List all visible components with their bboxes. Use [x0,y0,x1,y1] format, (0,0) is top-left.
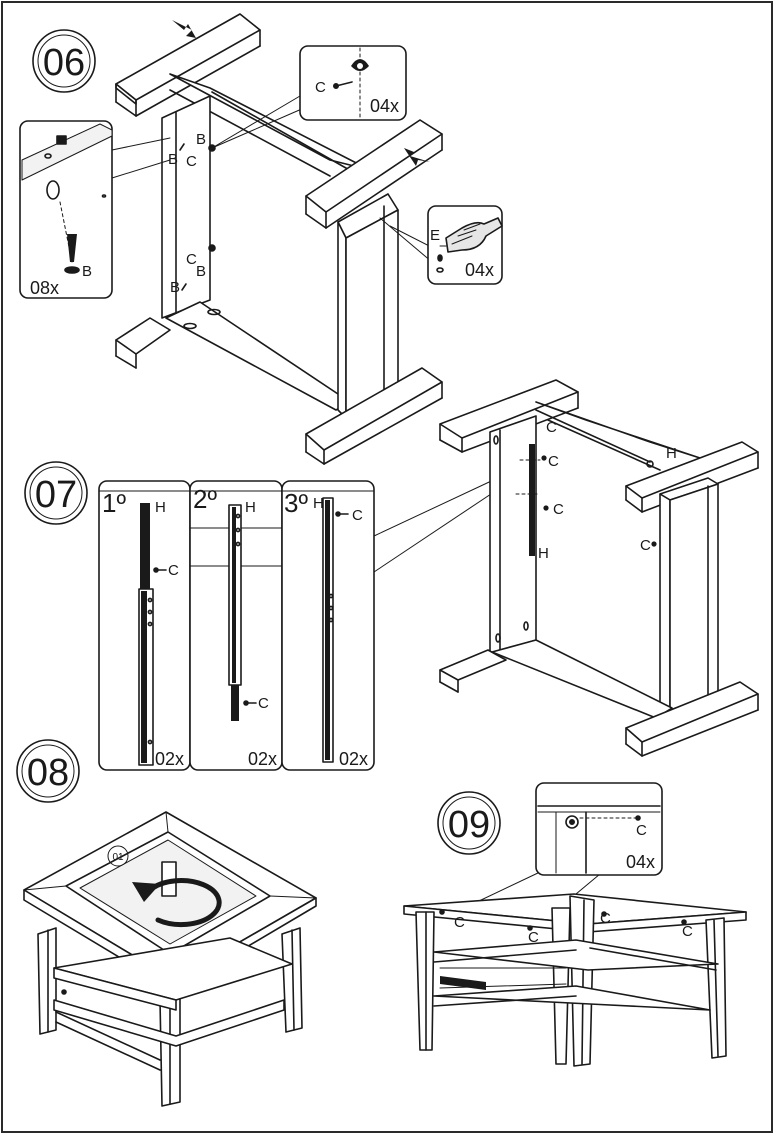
step-06-glue-part: E [430,227,440,244]
step-06-number: 06 [43,42,85,84]
step-06-label-b4: B [170,279,180,296]
step-09-label-c4: C [682,923,693,940]
step-09-number: 09 [448,804,490,846]
step-08-badge: 08 [16,739,80,803]
step-07-panel-1-ordinal: 1º [102,488,126,518]
step-07-panel-2 [189,480,283,771]
step-08-base [37,927,303,1107]
step-07-panel-1-top-label: H [155,499,166,516]
step-09-badge: 09 [437,791,501,855]
step-09-detail-quantity: 04x [626,852,655,872]
step-09-label-c1: C [454,914,465,931]
step-06-label-c2: C [186,251,197,268]
step-07: 07 1º H C 02x [24,379,759,771]
step-08-part-badge: 01 [112,852,124,863]
step-06-cam-quantity: 04x [370,96,399,116]
step-06-badge: 06 [32,29,96,93]
step-09-detail-part: C [636,822,647,839]
step-06-glue-quantity: 04x [465,260,494,280]
step-07-panel-3-quantity: 02x [339,749,368,769]
step-06-glue-detail [379,205,503,285]
step-06-cam-detail [211,45,407,149]
step-08-number: 08 [27,752,69,794]
step-07-number: 07 [35,474,77,516]
step-08: 08 01 [16,739,317,1107]
step-07-panel-2-ordinal: 2º [193,484,217,514]
step-09-label-c2: C [528,929,539,946]
step-07-badge: 07 [24,461,88,525]
step-07-panel-3-ordinal: 3º [284,488,308,518]
step-07-label-c1: C [546,419,557,436]
step-07-panel-2-side-label: C [258,695,269,712]
step-07-panel-3 [281,480,375,771]
step-07-label-c2: C [548,453,559,470]
step-06-screw-part: B [82,263,92,280]
step-06-screw-quantity: 08x [30,278,59,298]
step-06-screw-detail [19,120,171,299]
step-07-frame [439,379,759,757]
step-09-label-c3: C [600,910,611,927]
step-07-label-h1: H [538,545,549,562]
step-07-panel-2-quantity: 02x [248,749,277,769]
step-07-label-h2: H [666,445,677,462]
step-07-panel-1-quantity: 02x [155,749,184,769]
step-06-label-b1: B [168,151,178,168]
step-07-panel-1-side-label: C [168,562,179,579]
step-07-panel-1 [98,480,191,771]
step-06-label-c1: C [186,153,197,170]
step-06-label-b2: B [196,131,206,148]
step-06: 06 [19,13,503,465]
step-06-cam-part: C [315,79,326,96]
step-09: 09 C 04x [403,782,747,1067]
step-06-frame [115,13,443,465]
step-09-detail [459,782,663,911]
step-07-panel-3-side-label: C [352,507,363,524]
step-07-label-c3: C [553,501,564,518]
step-06-label-b3: B [196,263,206,280]
step-07-panel-2-top-label: H [245,499,256,516]
step-07-label-c4: C [640,537,651,554]
step-07-panel-3-top-label: H [313,495,324,512]
step-09-table [403,893,747,1067]
